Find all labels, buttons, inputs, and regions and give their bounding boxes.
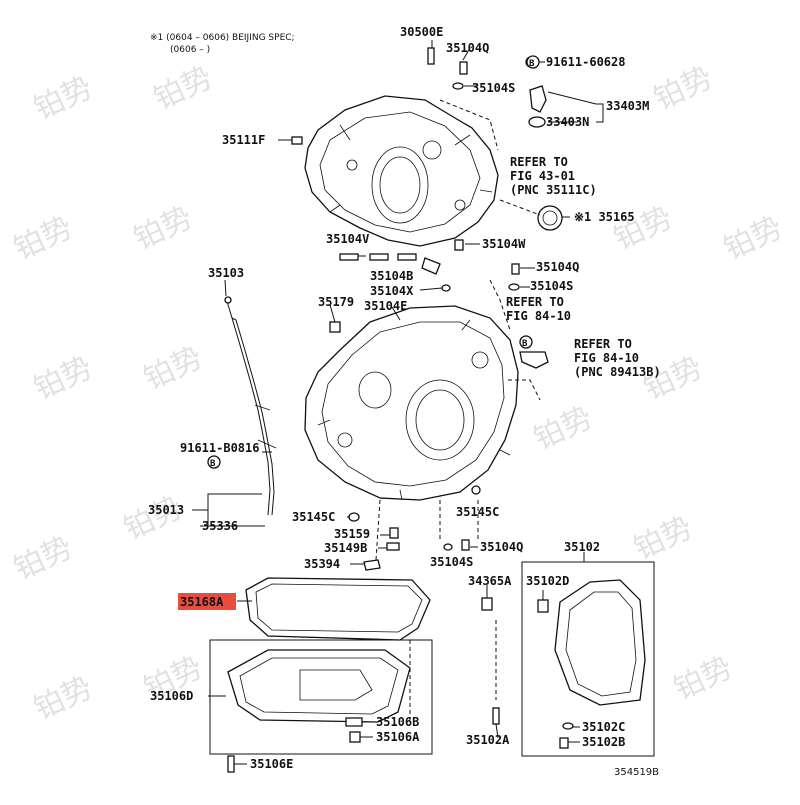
watermark: 铂势 [609, 200, 678, 257]
refer3-line-a: REFER TO [574, 337, 632, 351]
marker-b: B [529, 59, 535, 69]
label-35104S-mid: 35104S [530, 279, 573, 293]
part-labels: 30500E 35104Q 35104S B 91611-60628 33403… [148, 25, 661, 778]
watermark: 铂势 [669, 650, 738, 707]
label-30500E: 30500E [400, 25, 443, 39]
label-35106B: 35106B [376, 715, 419, 729]
label-35106E: 35106E [250, 757, 293, 771]
refer3-line-c: (PNC 89413B) [574, 365, 661, 379]
refer2-line-b: FIG 84-10 [506, 309, 571, 323]
spec-note-line1: ※1 (0604 – 0606) BEIJING SPEC; [150, 33, 295, 43]
label-34365A: 34365A [468, 574, 512, 588]
label-35168A: 35168A [180, 595, 224, 609]
oil-pan [227, 649, 411, 723]
watermark: 铂势 [119, 490, 188, 547]
watermark: 铂势 [719, 210, 788, 267]
circle-b-marker [519, 335, 533, 349]
watermark: 铂势 [9, 210, 78, 267]
side-cover [554, 579, 646, 706]
marker-b: B [210, 459, 216, 469]
label-35394: 35394 [304, 557, 340, 571]
watermark: 铂势 [139, 340, 208, 397]
label-33403M: 33403M [606, 99, 649, 113]
label-35104W: 35104W [482, 237, 526, 251]
watermark: 铂势 [629, 510, 698, 567]
marker-b: B [522, 339, 528, 349]
figure-code: 354519B [614, 767, 659, 778]
label-35111F: 35111F [222, 133, 265, 147]
label-35165: ※1 35165 [574, 210, 635, 224]
spec-note-line2: (0606 – ) [170, 45, 210, 55]
watermark: 铂势 [29, 350, 98, 407]
highlight-35168A [178, 593, 236, 610]
label-35145C-left: 35145C [292, 510, 335, 524]
refer1-line-c: (PNC 35111C) [510, 183, 597, 197]
label-35102D: 35102D [526, 574, 569, 588]
oil-pan-gasket [245, 577, 431, 641]
circle-b-marker [207, 455, 221, 469]
label-35104Q-low: 35104Q [480, 540, 523, 554]
refer1-line-a: REFER TO [510, 155, 568, 169]
watermark: 铂势 [29, 670, 98, 727]
small-parts [227, 47, 574, 773]
label-33403N: 33403N [546, 115, 589, 129]
label-35104B-mid: 35104B [370, 269, 413, 283]
label-35336: 35336 [202, 519, 238, 533]
watermark: 铂势 [129, 200, 198, 257]
label-35102: 35102 [564, 540, 600, 554]
transaxle-case [304, 305, 519, 501]
dipstick-tube [224, 296, 277, 516]
label-35179: 35179 [318, 295, 354, 309]
refer2-line-a: REFER TO [506, 295, 564, 309]
label-35104S-top: 35104S [472, 81, 515, 95]
label-35104Q-mid: 35104Q [536, 260, 579, 274]
label-35102C: 35102C [582, 720, 625, 734]
label-35149B: 35149B [324, 541, 367, 555]
label-35159: 35159 [334, 527, 370, 541]
label-35104E: 35104E [364, 299, 407, 313]
label-35145C-right: 35145C [456, 505, 499, 519]
label-35013: 35013 [148, 503, 184, 517]
refer3-line-b: FIG 84-10 [574, 351, 639, 365]
watermark: 铂势 [649, 60, 718, 117]
watermark: 铂势 [149, 60, 218, 117]
label-91611-B0816: 91611-B0816 [180, 441, 259, 455]
label-35104V: 35104V [326, 232, 369, 246]
label-35103: 35103 [208, 266, 244, 280]
label-35106A: 35106A [376, 730, 420, 744]
label-35104S-low: 35104S [430, 555, 473, 569]
label-35104X: 35104X [370, 284, 414, 298]
label-35102A: 35102A [466, 733, 510, 747]
converter-housing [304, 95, 499, 247]
oil-pan-group-box [209, 639, 433, 755]
label-35104Q-top: 35104Q [446, 41, 489, 55]
side-cover-group-box [521, 561, 655, 757]
leader-lines [192, 40, 604, 765]
circle-b-marker [526, 55, 540, 69]
watermark: 铂势 [29, 70, 98, 127]
label-35106D: 35106D [150, 689, 193, 703]
refer1-line-b: FIG 43-01 [510, 169, 575, 183]
label-91611-60628: 91611-60628 [546, 55, 625, 69]
watermark: 铂势 [529, 400, 598, 457]
label-35102B: 35102B [582, 735, 625, 749]
watermark: 铂势 [9, 530, 78, 587]
